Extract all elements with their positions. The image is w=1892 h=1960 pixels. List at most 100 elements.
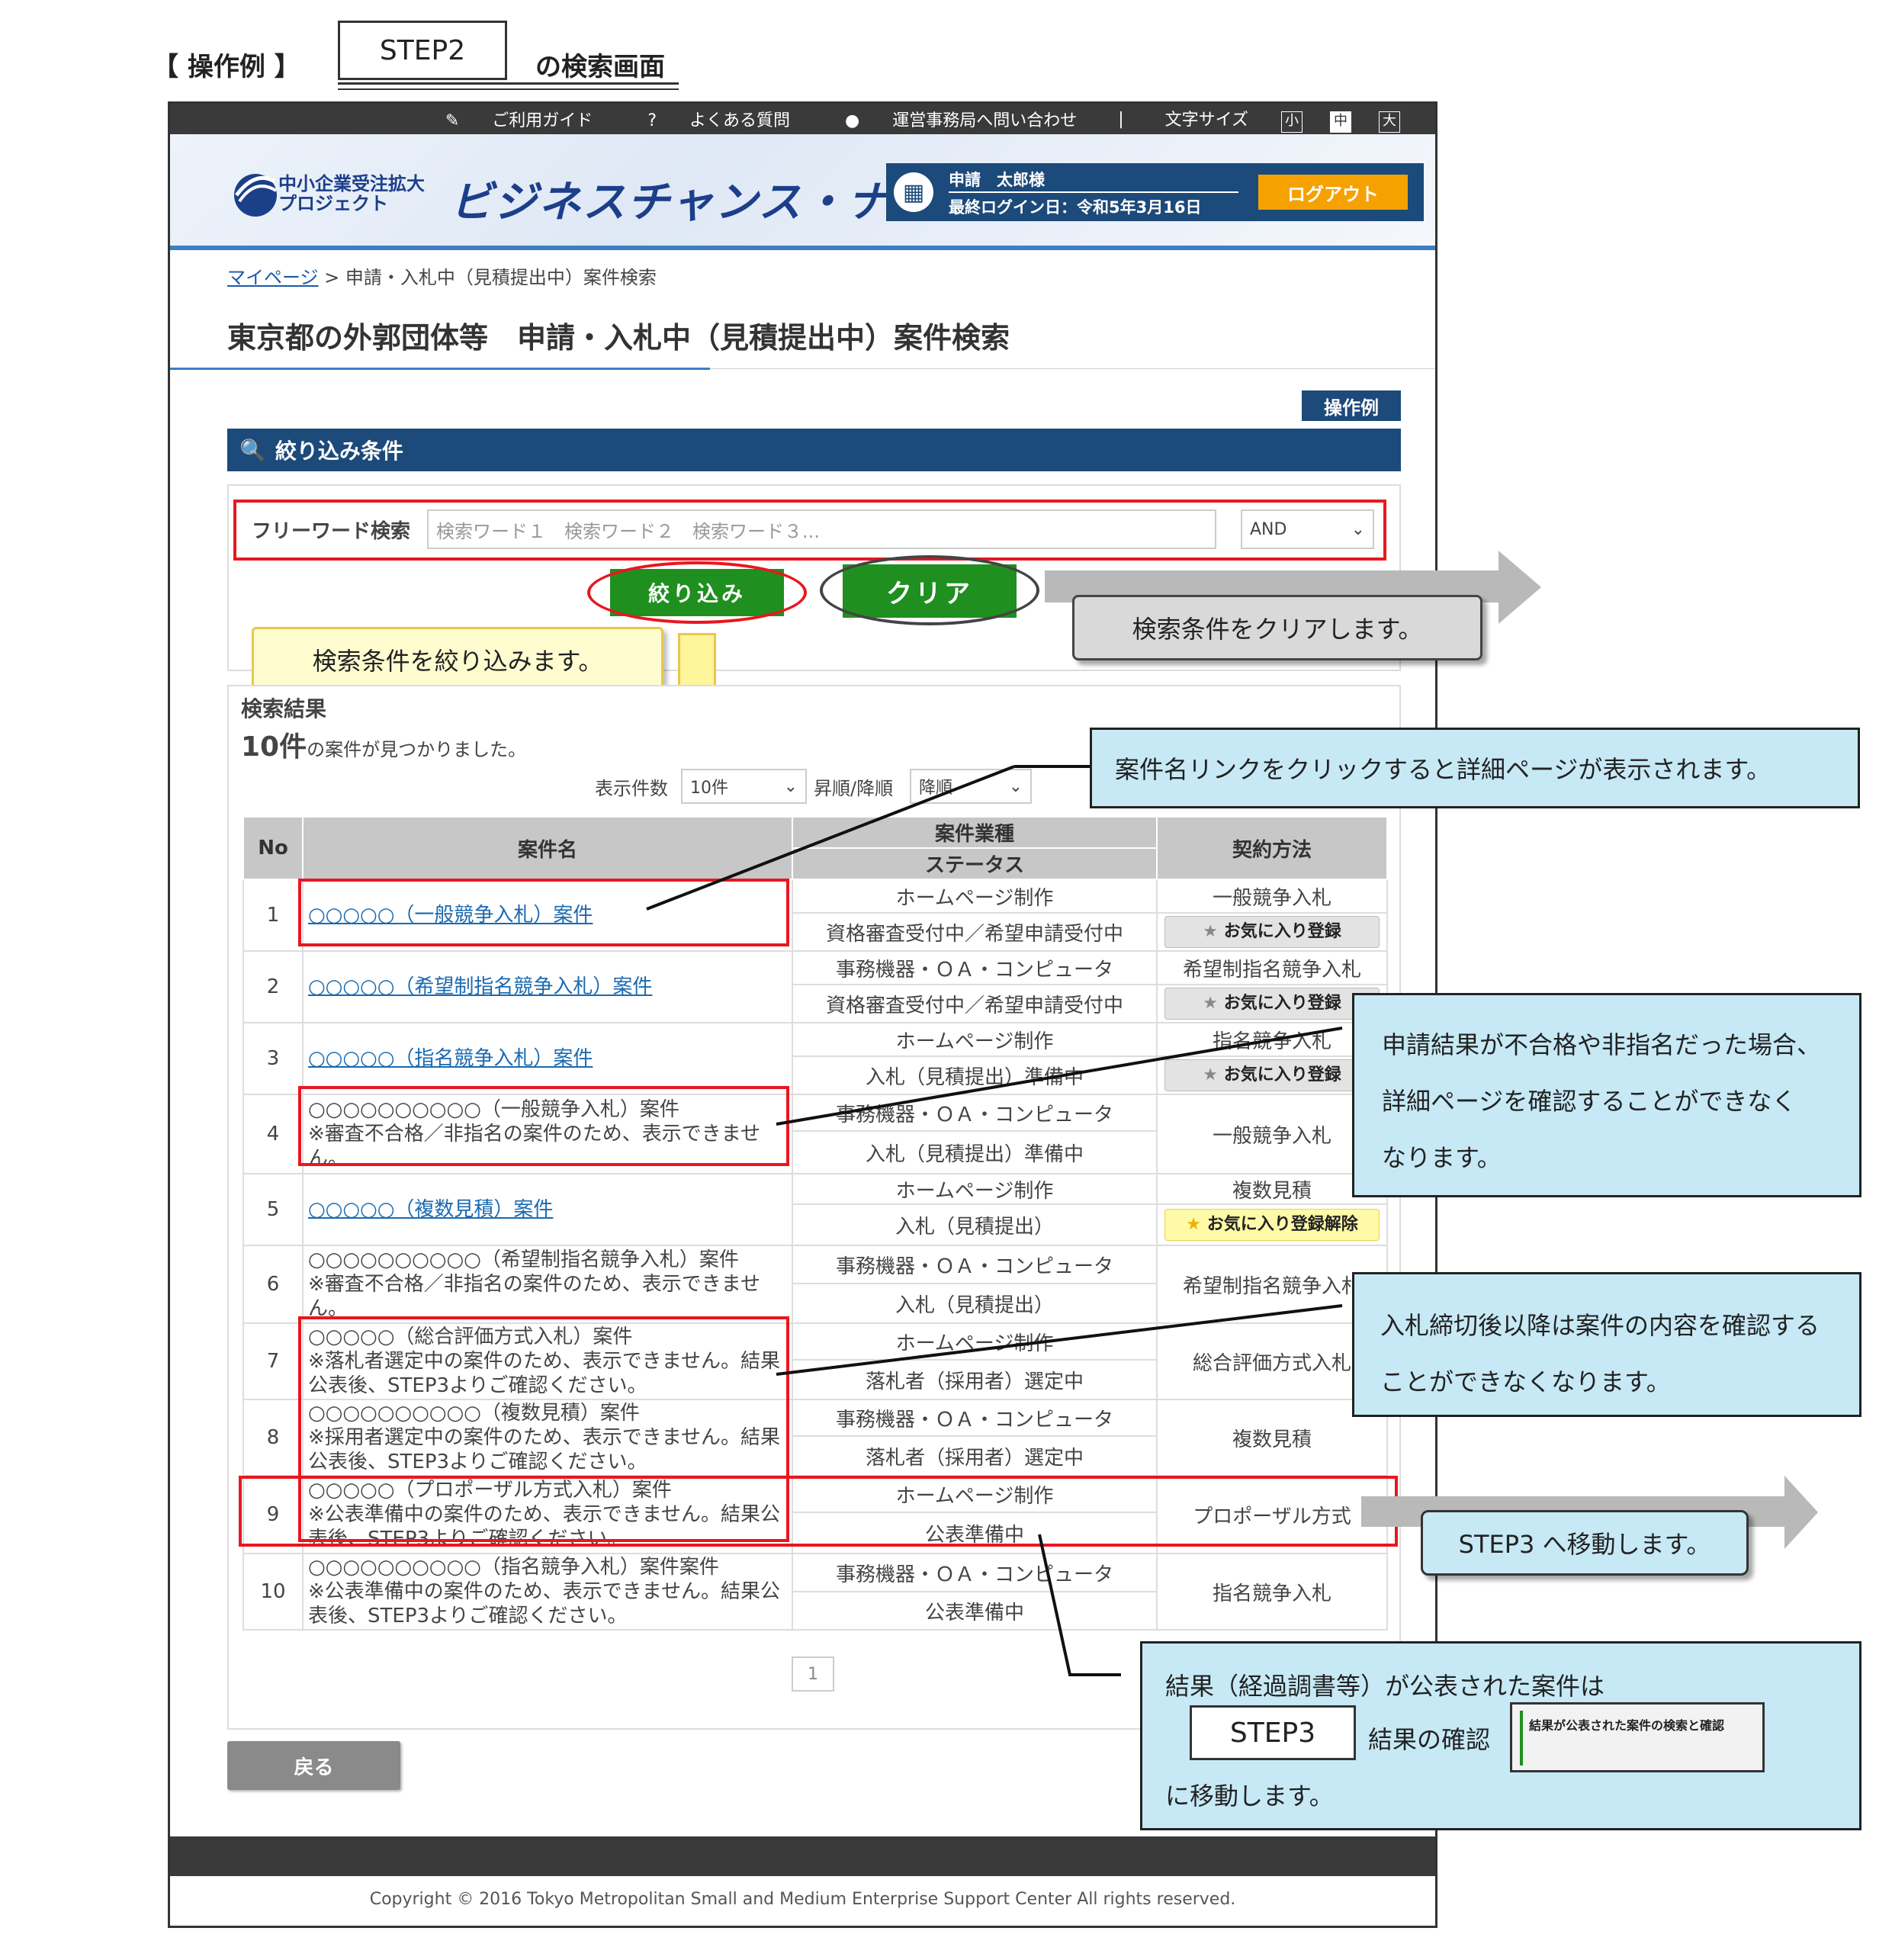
per-page-value: 10件	[690, 779, 728, 798]
table-row-sub: 資格審査受付中／希望申請受付中★ お気に入り登録	[243, 912, 1388, 952]
heading-suffix: の検索画面	[535, 52, 665, 82]
results-count: 10件の案件が見つかりました。	[241, 725, 526, 764]
favorite-cell: ★ お気に入り登録	[1156, 984, 1388, 1023]
deadline-text-1: 入札締切後以降は案件の内容を確認する	[1380, 1311, 1820, 1340]
breadcrumb-separator: >	[324, 267, 340, 288]
freeword-label: フリーワード検索	[252, 520, 411, 543]
org-logo-icon	[229, 166, 282, 220]
question-icon: ?	[647, 111, 657, 130]
title-underline-accent	[170, 368, 710, 370]
case-category: ホームページ制作	[792, 1322, 1158, 1361]
faq-link[interactable]: ? よくある質問	[634, 107, 804, 131]
narrow-callout: 検索条件を絞り込みます。	[252, 627, 663, 692]
rejected-text-2: 詳細ページを確認することができなく	[1382, 1087, 1797, 1116]
contact-label: 運営事務局へ問い合わせ	[892, 111, 1078, 130]
star-icon: ★	[1186, 1215, 1207, 1234]
chevron-down-icon: ⌄	[783, 776, 798, 796]
contract-method: 指名競争入札	[1156, 1553, 1388, 1631]
table-row: 1○○○○○（一般競争入札）案件ホームページ制作一般競争入札	[243, 879, 1388, 952]
star-icon: ★	[1203, 1065, 1224, 1084]
case-status: 公表準備中	[792, 1512, 1158, 1554]
table-row: 8○○○○○○○○○○（複数見積）案件※採用者選定中の案件のため、表示できません…	[243, 1399, 1388, 1476]
clear-arrow-head	[1499, 551, 1541, 624]
contract-method: 希望制指名競争入札	[1156, 950, 1388, 985]
search-icon: 🔍	[239, 437, 266, 463]
table-row-sub: 資格審査受付中／希望申請受付中★ お気に入り登録	[243, 984, 1388, 1023]
chevron-down-icon: ⌄	[1351, 519, 1365, 539]
case-category: 事務機器・ＯＡ・コンピュータ	[792, 1245, 1158, 1284]
case-name-link[interactable]: ○○○○○（複数見積）案件	[308, 1198, 554, 1221]
step2-box: STEP2	[338, 21, 507, 80]
case-name-cell: ○○○○○○○○○○（希望制指名競争入札）案件※審査不合格／非指名の案件のため、…	[302, 1245, 793, 1324]
contract-method: 一般競争入札	[1156, 1094, 1388, 1174]
result-confirm-label: 結果の確認	[1368, 1725, 1491, 1754]
favorite-add-button[interactable]: ★ お気に入り登録	[1164, 988, 1380, 1020]
case-name-link[interactable]: ○○○○○（一般競争入札）案件	[308, 904, 593, 927]
title-underline	[710, 368, 1435, 369]
help-example-button[interactable]: 操作例	[1302, 390, 1401, 421]
case-name-cell: ○○○○○（希望制指名競争入札）案件	[302, 950, 793, 1023]
results-table: No 案件名 案件業種 契約方法 ステータス 1○○○○○（一般競争入札）案件ホ…	[243, 816, 1388, 1631]
case-status: 落札者（採用者）選定中	[792, 1435, 1158, 1476]
favorite-add-button[interactable]: ★ お気に入り登録	[1164, 1059, 1380, 1091]
font-large-button[interactable]: 大	[1379, 111, 1400, 133]
case-category: 事務機器・ＯＡ・コンピュータ	[792, 950, 1158, 985]
breadcrumb-home-link[interactable]: マイページ	[227, 267, 319, 288]
case-name-text: ○○○○○○○○○○（希望制指名競争入札）案件	[308, 1248, 739, 1271]
results-title: 検索結果	[241, 696, 327, 721]
favorite-label: お気に入り登録	[1223, 1065, 1341, 1084]
case-name-link[interactable]: ○○○○○（希望制指名競争入札）案件	[308, 975, 653, 998]
col-category: 案件業種	[792, 816, 1158, 849]
book-icon: ✎	[445, 111, 460, 130]
org-logo-line1: 中小企業受注拡大	[278, 173, 425, 194]
guide-label: ご利用ガイド	[492, 111, 593, 130]
table-row-sub: 入札（見積提出）準備中	[243, 1130, 1387, 1174]
table-row: 3○○○○○（指名競争入札）案件ホームページ制作指名競争入札	[243, 1022, 1388, 1095]
case-name-link[interactable]: ○○○○○（指名競争入札）案件	[308, 1047, 593, 1070]
table-row-sub: 公表準備中	[243, 1512, 1387, 1554]
contract-method: プロポーザル方式	[1156, 1475, 1388, 1554]
case-category: ホームページ制作	[792, 1173, 1158, 1205]
contract-method: 指名競争入札	[1156, 1022, 1388, 1057]
rejected-callout: 申請結果が不合格や非指名だった場合、 詳細ページを確認することができなく なりま…	[1352, 993, 1861, 1197]
link-callout: 案件名リンクをクリックすると詳細ページが表示されます。	[1090, 728, 1860, 808]
case-category: ホームページ制作	[792, 879, 1158, 914]
case-category: 事務機器・ＯＡ・コンピュータ	[792, 1553, 1158, 1592]
case-note-text: ※採用者選定中の案件のため、表示できません。結果公表後、STEP3よりご確認くだ…	[308, 1426, 781, 1473]
guide-link[interactable]: ✎ ご利用ガイド	[432, 107, 606, 131]
row-number: 1	[243, 879, 304, 952]
per-page-select[interactable]: 10件 ⌄	[681, 769, 807, 804]
col-no: No	[243, 816, 304, 880]
back-button[interactable]: 戻る	[227, 1741, 400, 1790]
operator-select[interactable]: AND⌄	[1241, 509, 1374, 549]
leader-rejected	[776, 1027, 1343, 1126]
topbar-separator: |	[1118, 109, 1124, 129]
site-title[interactable]: ビジネスチャンス・ナビ	[450, 178, 936, 227]
pagination-page[interactable]: 1	[792, 1656, 834, 1692]
contact-link[interactable]: ● 運営事務局へ問い合わせ	[831, 107, 1091, 131]
favorite-remove-button[interactable]: ★ お気に入り登録解除	[1164, 1209, 1380, 1241]
font-size-control: 文字サイズ 小中大	[1152, 106, 1414, 133]
result-text-3: に移動します。	[1165, 1782, 1334, 1811]
freeword-input[interactable]: 検索ワード１ 検索ワード２ 検索ワード３...	[427, 509, 1216, 549]
case-name-text: ○○○○○○○○○○（一般競争入札）案件	[308, 1098, 679, 1121]
case-name-text: ○○○○○（プロポーザル方式入札）案件	[308, 1479, 672, 1502]
case-name-cell: ○○○○○（複数見積）案件	[302, 1173, 793, 1246]
sort-label: 昇順/降順	[814, 778, 894, 799]
favorite-add-button[interactable]: ★ お気に入り登録	[1164, 916, 1380, 948]
last-login: 最終ログイン日：令和5年3月16日	[949, 198, 1202, 217]
row-number: 4	[243, 1094, 304, 1174]
case-status: 入札（見積提出）準備中	[792, 1056, 1158, 1095]
leader-result	[1038, 1534, 1121, 1676]
table-row: 2○○○○○（希望制指名競争入札）案件事務機器・ＯＡ・コンピュータ希望制指名競争…	[243, 950, 1388, 1023]
case-status: 入札（見積提出）	[792, 1203, 1158, 1246]
font-medium-button[interactable]: 中	[1330, 111, 1351, 133]
font-small-button[interactable]: 小	[1281, 111, 1303, 133]
case-status: 入札（見積提出）	[792, 1283, 1158, 1324]
user-divider	[949, 191, 1238, 193]
case-note-text: ※落札者選定中の案件のため、表示できません。結果公表後、STEP3よりご確認くだ…	[308, 1350, 781, 1397]
result-text-1: 結果（経過調書等）が公表された案件は	[1165, 1672, 1605, 1701]
logout-button[interactable]: ログアウト	[1258, 175, 1408, 210]
case-note-text: ※公表準備中の案件のため、表示できません。結果公表後、STEP3よりご確認くださ…	[308, 1580, 781, 1627]
